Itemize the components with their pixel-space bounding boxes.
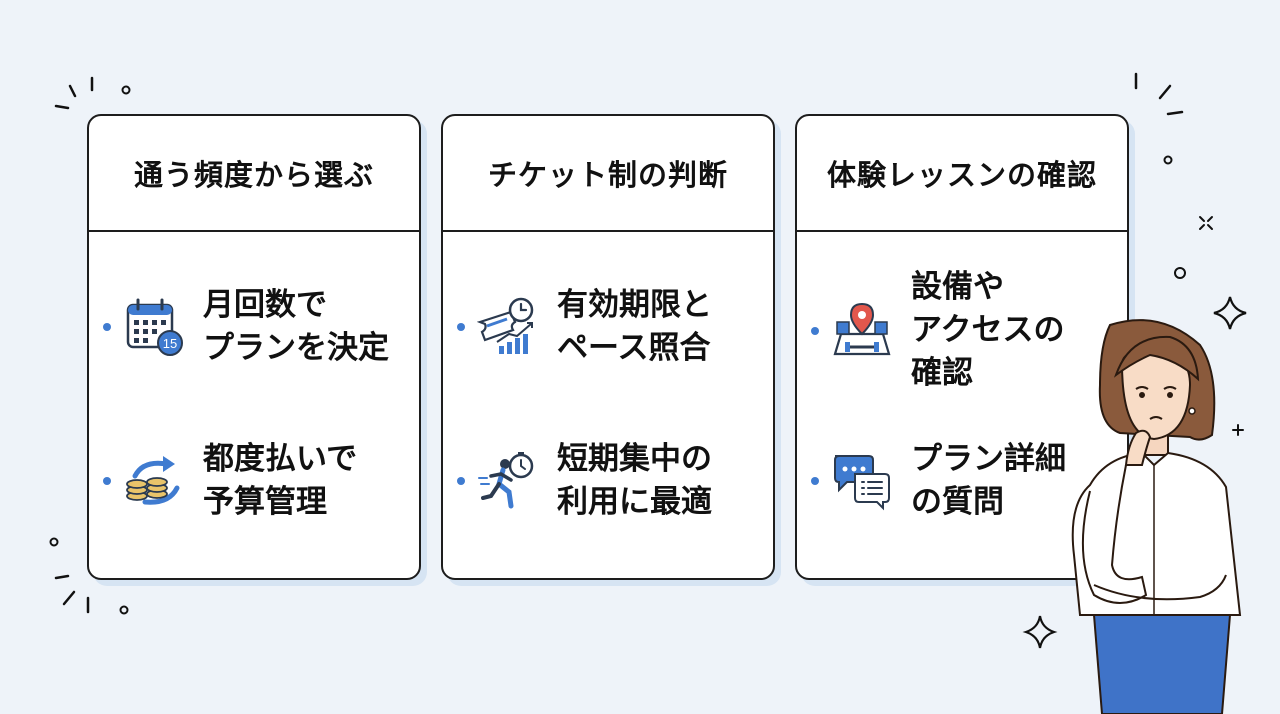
sparkle-stars-right bbox=[1174, 216, 1247, 436]
list-item: 15 月回数で プランを決定 bbox=[103, 284, 409, 370]
item-text: プラン詳細 の質問 bbox=[911, 441, 1066, 520]
item-text: 有効期限と ペース照合 bbox=[557, 287, 712, 366]
sparkle-lines-top-left bbox=[54, 76, 131, 110]
card-title: チケット制の判断 bbox=[443, 116, 773, 232]
list-item: プラン詳細 の質問 bbox=[811, 438, 1117, 524]
sparkle-lines-bottom-left bbox=[49, 537, 129, 615]
bullet-dot bbox=[103, 477, 111, 485]
card-title: 体験レッスンの確認 bbox=[797, 116, 1127, 232]
bullet-dot bbox=[103, 323, 111, 331]
chat-bubbles-icon bbox=[834, 455, 890, 511]
bullet-dot bbox=[811, 326, 819, 335]
card-ticket: チケット制の判断 有効期限と ペース照合 短期 bbox=[441, 114, 775, 580]
card-trial-lesson: 体験レッスンの確認 設備や アクセスの 確認 プラン詳細 の質問 bbox=[795, 114, 1129, 580]
ticket-clock-chart-icon bbox=[477, 297, 534, 354]
bullet-dot bbox=[457, 477, 465, 485]
card-title: 通う頻度から選ぶ bbox=[89, 116, 419, 232]
list-item: 都度払いで 予算管理 bbox=[103, 438, 409, 524]
card-frequency: 通う頻度から選ぶ 15 月回数で プランを決定 bbox=[87, 114, 421, 580]
list-item: 短期集中の 利用に最適 bbox=[457, 438, 763, 524]
coins-arrows-icon bbox=[126, 456, 180, 505]
runner-stopwatch-icon bbox=[478, 452, 534, 509]
item-text: 短期集中の 利用に最適 bbox=[557, 441, 712, 520]
thinking-woman-illustration bbox=[1071, 319, 1242, 714]
item-text: 月回数で プランを決定 bbox=[203, 287, 389, 366]
list-item: 有効期限と ペース照合 bbox=[457, 284, 763, 370]
item-text: 都度払いで 予算管理 bbox=[203, 441, 358, 520]
map-pin-dumbbell-icon bbox=[833, 302, 891, 355]
bullet-dot bbox=[811, 477, 819, 485]
item-text: 設備や アクセスの 確認 bbox=[911, 269, 1065, 391]
list-item: 設備や アクセスの 確認 bbox=[811, 266, 1117, 395]
calendar-icon: 15 bbox=[126, 298, 183, 356]
sparkle-star-bottom bbox=[1022, 615, 1058, 649]
sparkle-lines-top-right bbox=[1134, 72, 1184, 165]
bullet-dot bbox=[457, 323, 465, 331]
calendar-badge-number: 15 bbox=[163, 336, 177, 351]
